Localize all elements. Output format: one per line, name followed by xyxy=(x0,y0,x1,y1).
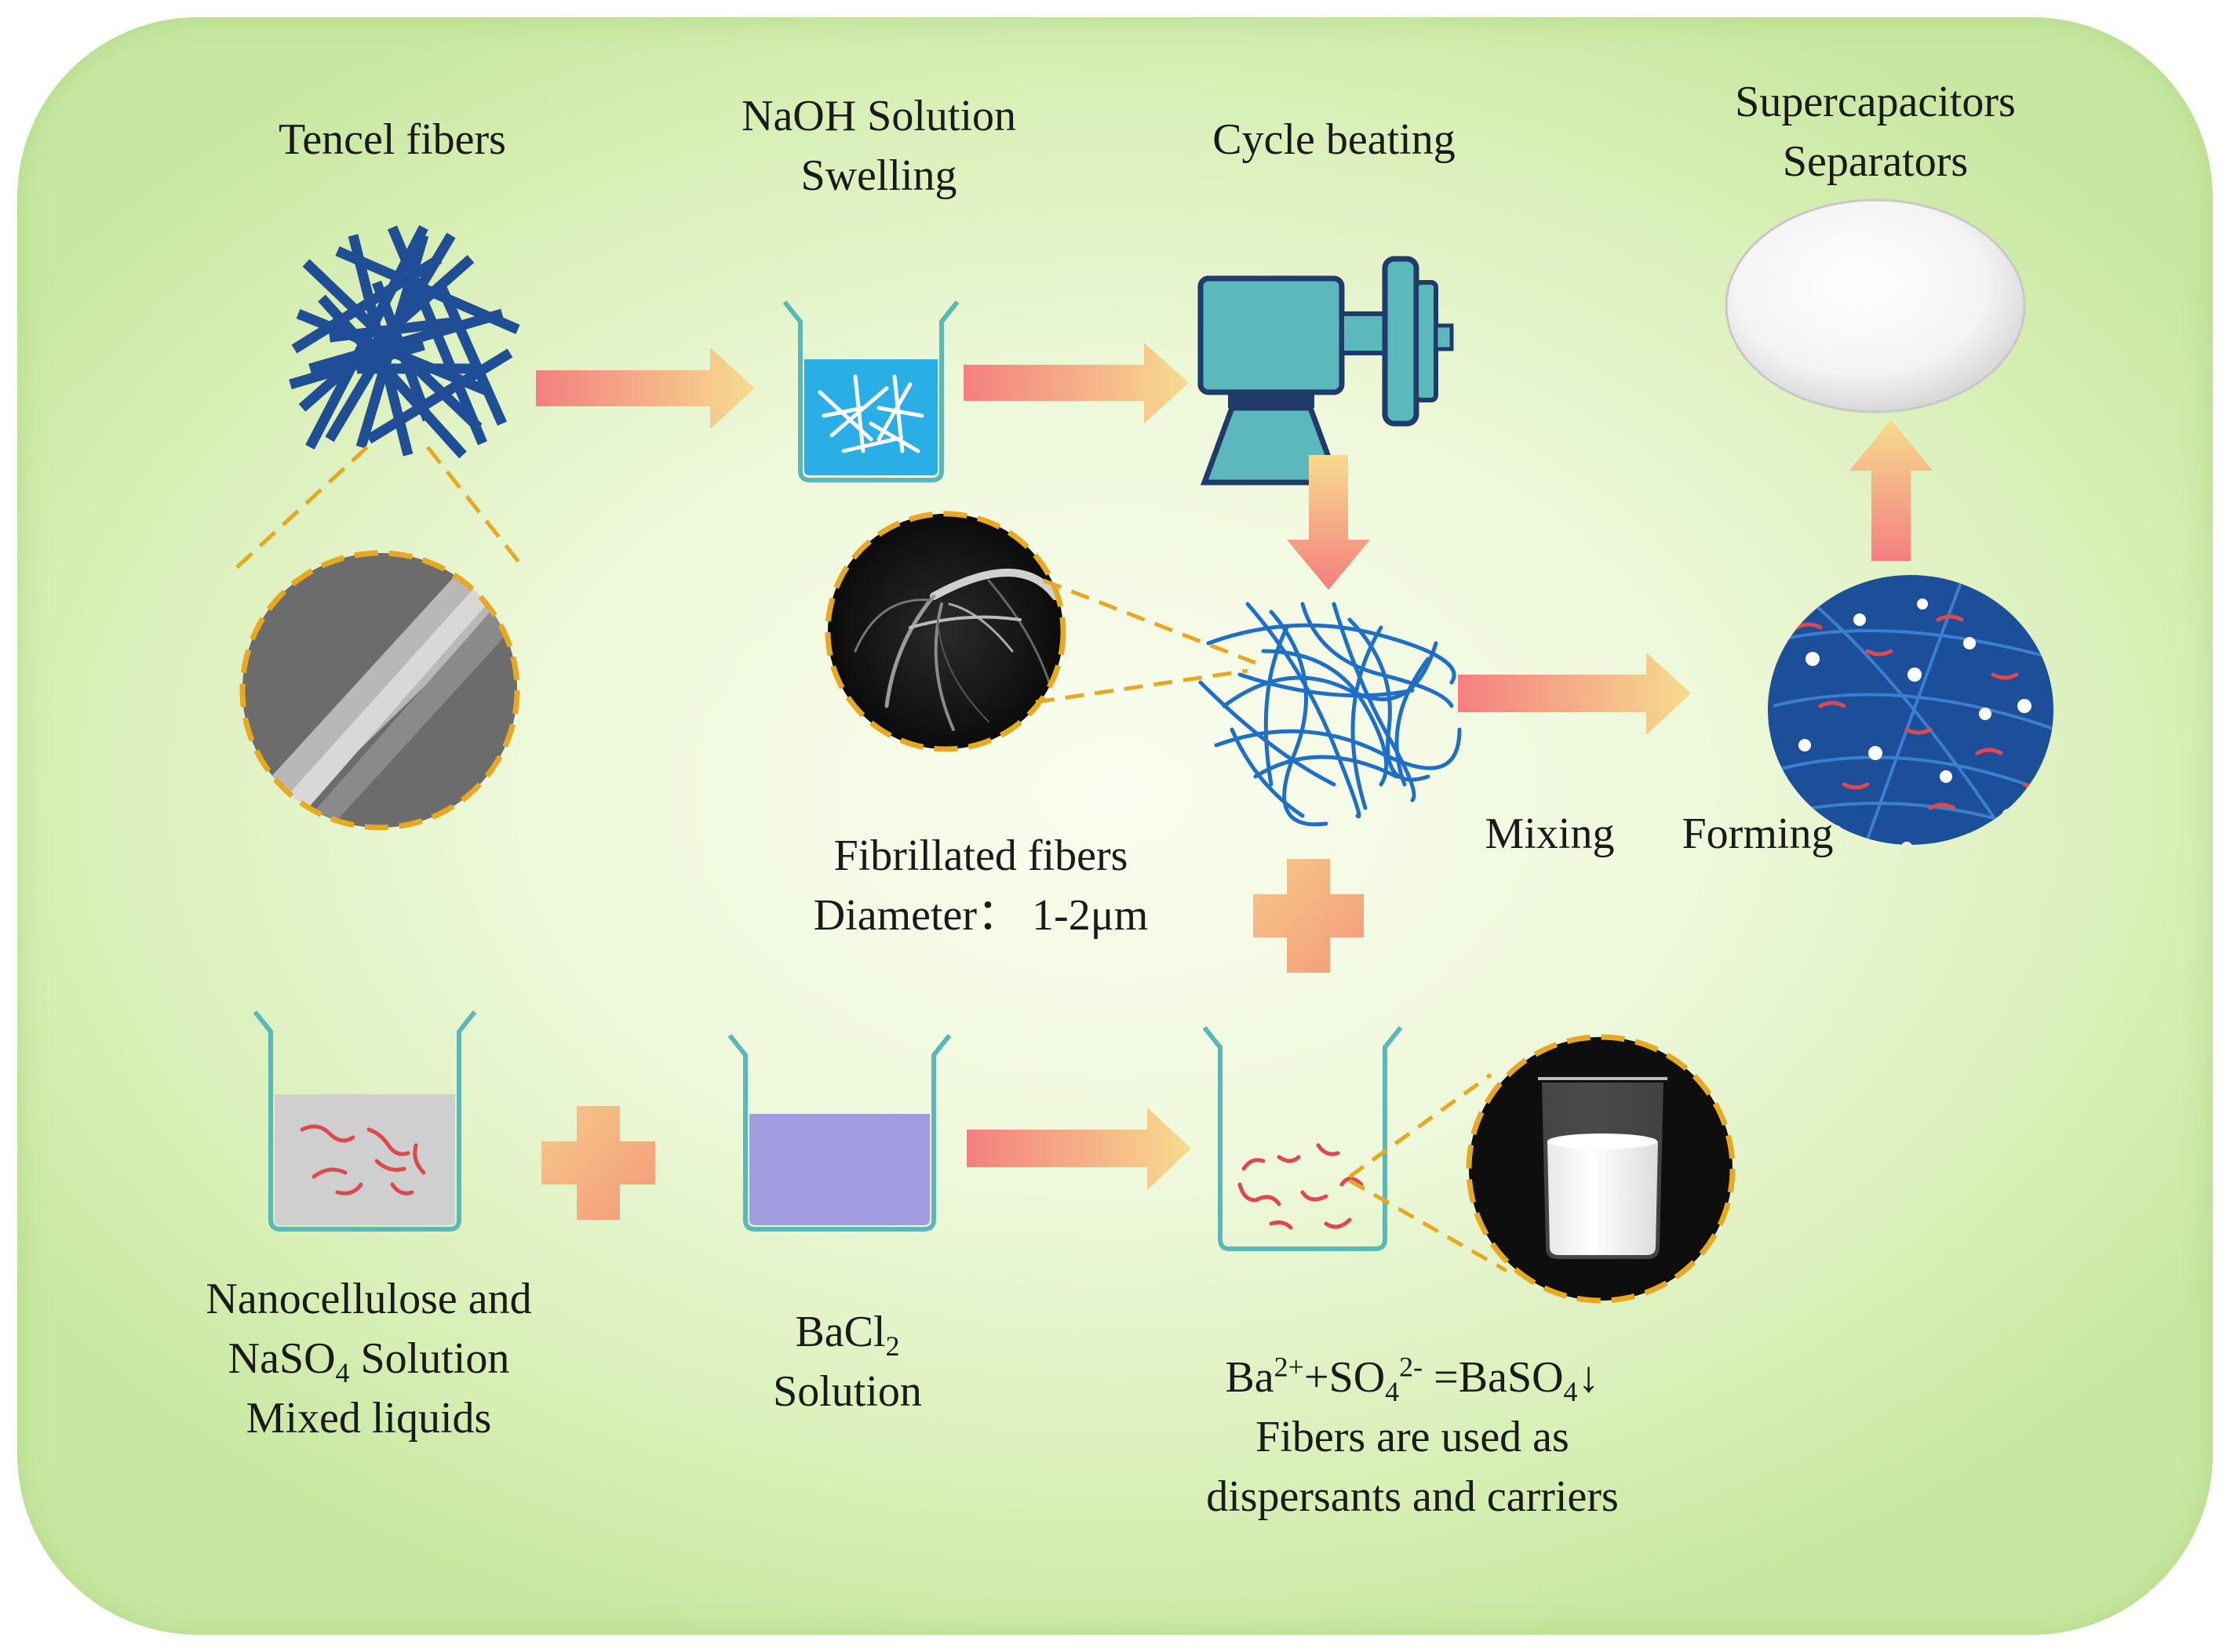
milky-suspension-photo xyxy=(1466,1034,1736,1304)
tencel-fiber-sem-image xyxy=(239,550,520,831)
arrow-fibrillated-to-mixing xyxy=(1458,653,1691,735)
plus-sign-middle xyxy=(1253,859,1364,973)
arrow-beating-to-fibrillated xyxy=(1287,455,1370,590)
fibrillated-fiber-tangle xyxy=(1198,602,1462,827)
arrow-tencel-to-naoh xyxy=(536,348,755,429)
label-naoh-swelling: NaOH Solution Swelling xyxy=(742,92,1016,200)
plus-sign-bottom xyxy=(541,1106,655,1220)
label-fibrillated-fibers: Fibrillated fibers Diameter： 1-2μm xyxy=(813,831,1149,940)
arrow-bacl2-to-product xyxy=(967,1108,1191,1190)
label-tencel-fibers: Tencel fibers xyxy=(279,115,506,164)
bacl2-beaker xyxy=(727,1034,952,1232)
beating-machine xyxy=(1197,256,1454,486)
label-precipitation-equation: Ba2++SO42- =BaSO4↓ Fibers are used as di… xyxy=(1206,1351,1619,1521)
label-cycle-beating: Cycle beating xyxy=(1212,115,1456,164)
mixed-composite-sem-image xyxy=(1768,575,2053,845)
fibrillated-fiber-sem-image xyxy=(825,511,1066,752)
label-mixing: Mixing xyxy=(1485,810,1615,858)
label-nanocellulose-mixed-liquids: Nanocellulose and NaSO4 Solution Mixed l… xyxy=(206,1275,532,1443)
naoh-beaker xyxy=(782,300,960,482)
tencel-fiber-bundle xyxy=(289,225,520,459)
arrow-forming-to-separator xyxy=(1849,420,1933,561)
product-beaker xyxy=(1202,1026,1403,1251)
separator-disc xyxy=(1725,198,2026,413)
nanocellulose-beaker xyxy=(253,1010,477,1232)
label-supercapacitor-separators: Supercapacitors Separators xyxy=(1735,78,2016,186)
label-bacl2-solution: BaCl2 Solution xyxy=(773,1308,922,1416)
label-forming: Forming xyxy=(1682,810,1834,858)
arrow-naoh-to-beating xyxy=(964,343,1189,424)
